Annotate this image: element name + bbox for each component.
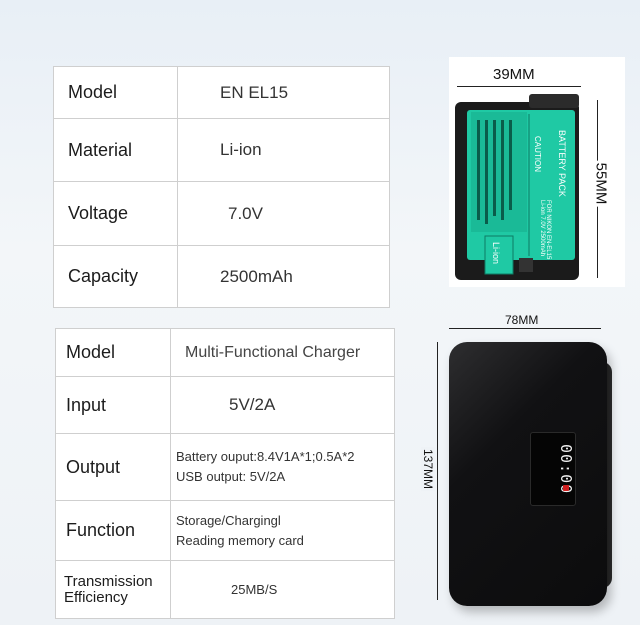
spec-value: 2500mAh xyxy=(177,245,390,308)
table-row: Capacity 2500mAh xyxy=(53,245,390,308)
battery-model-label: FOR NIKON EN-EL15 xyxy=(545,200,551,260)
table-row: Model EN EL15 xyxy=(53,66,390,119)
battery-top-edge xyxy=(529,94,579,108)
spec-value: 7.0V xyxy=(177,181,390,246)
charger-width-label: 78MM xyxy=(505,313,539,327)
battery-width-dimension-line xyxy=(457,86,581,87)
charger-display-readout: 00:00 xyxy=(557,443,575,495)
spec-label: Voltage xyxy=(53,181,178,246)
battery-spec-table: Model EN EL15 Material Li-ion Voltage 7.… xyxy=(53,66,390,308)
spec-value-line: USB output: 5V/2A xyxy=(176,469,286,484)
spec-label: Transmission Efficiency xyxy=(55,560,171,619)
table-row: Material Li-ion xyxy=(53,118,390,182)
battery-sticker-panel xyxy=(471,112,527,232)
charger-height-dimension-line xyxy=(437,342,438,600)
battery-chem-label: Li-ion xyxy=(491,242,501,264)
spec-value: Storage/Chargingl Reading memory card xyxy=(170,500,395,561)
spec-value: Battery ouput:8.4V1A*1;0.5A*2 USB output… xyxy=(170,433,395,501)
charger-height-label: 137MM xyxy=(421,446,436,492)
table-row: Model Multi-Functional Charger xyxy=(55,328,395,377)
table-row: Output Battery ouput:8.4V1A*1;0.5A*2 USB… xyxy=(55,433,395,501)
charger-display: 00:00 xyxy=(530,432,576,506)
spec-value-line: Reading memory card xyxy=(176,532,304,548)
charger-width-dimension-line xyxy=(449,328,601,329)
spec-value: EN EL15 xyxy=(177,66,390,119)
table-row: Voltage 7.0V xyxy=(53,181,390,246)
spec-label: Input xyxy=(55,376,171,434)
spec-label: Model xyxy=(53,66,178,119)
battery-illustration: CAUTION BATTERY PACK FOR NIKON EN-EL15 L… xyxy=(455,94,579,280)
battery-sticker-text-lines xyxy=(477,120,512,224)
table-row: Transmission Efficiency 25MB/S xyxy=(55,560,395,619)
table-row: Input 5V/2A xyxy=(55,376,395,434)
spec-label-line: Transmission xyxy=(64,572,153,590)
spec-label: Capacity xyxy=(53,245,178,308)
spec-value-line: Storage/Chargingl xyxy=(176,512,281,528)
spec-value: 5V/2A xyxy=(170,376,395,434)
battery-rating-label: Li-ion 7.0V 2500mAh xyxy=(539,200,545,256)
battery-width-label: 39MM xyxy=(490,66,538,83)
table-row: Function Storage/Chargingl Reading memor… xyxy=(55,500,395,561)
spec-value: Multi-Functional Charger xyxy=(170,328,395,377)
spec-label: Function xyxy=(55,500,171,561)
battery-height-label: 55MM xyxy=(592,160,610,207)
spec-value: Li-ion xyxy=(177,118,390,182)
spec-label: Model xyxy=(55,328,171,377)
battery-caution-label: CAUTION xyxy=(533,136,542,172)
charger-display-indicator xyxy=(563,485,569,491)
battery-contact xyxy=(519,258,533,272)
charger-body xyxy=(449,342,607,606)
spec-label-line: Efficiency xyxy=(64,588,128,606)
spec-label: Output xyxy=(55,433,171,501)
spec-value-line: Battery ouput:8.4V1A*1;0.5A*2 xyxy=(176,449,355,464)
battery-pack-label: BATTERY PACK xyxy=(557,130,567,197)
charger-spec-table: Model Multi-Functional Charger Input 5V/… xyxy=(55,328,395,619)
spec-value: 25MB/S xyxy=(170,560,395,619)
battery-liion-tag xyxy=(484,235,514,275)
spec-label: Material xyxy=(53,118,178,182)
